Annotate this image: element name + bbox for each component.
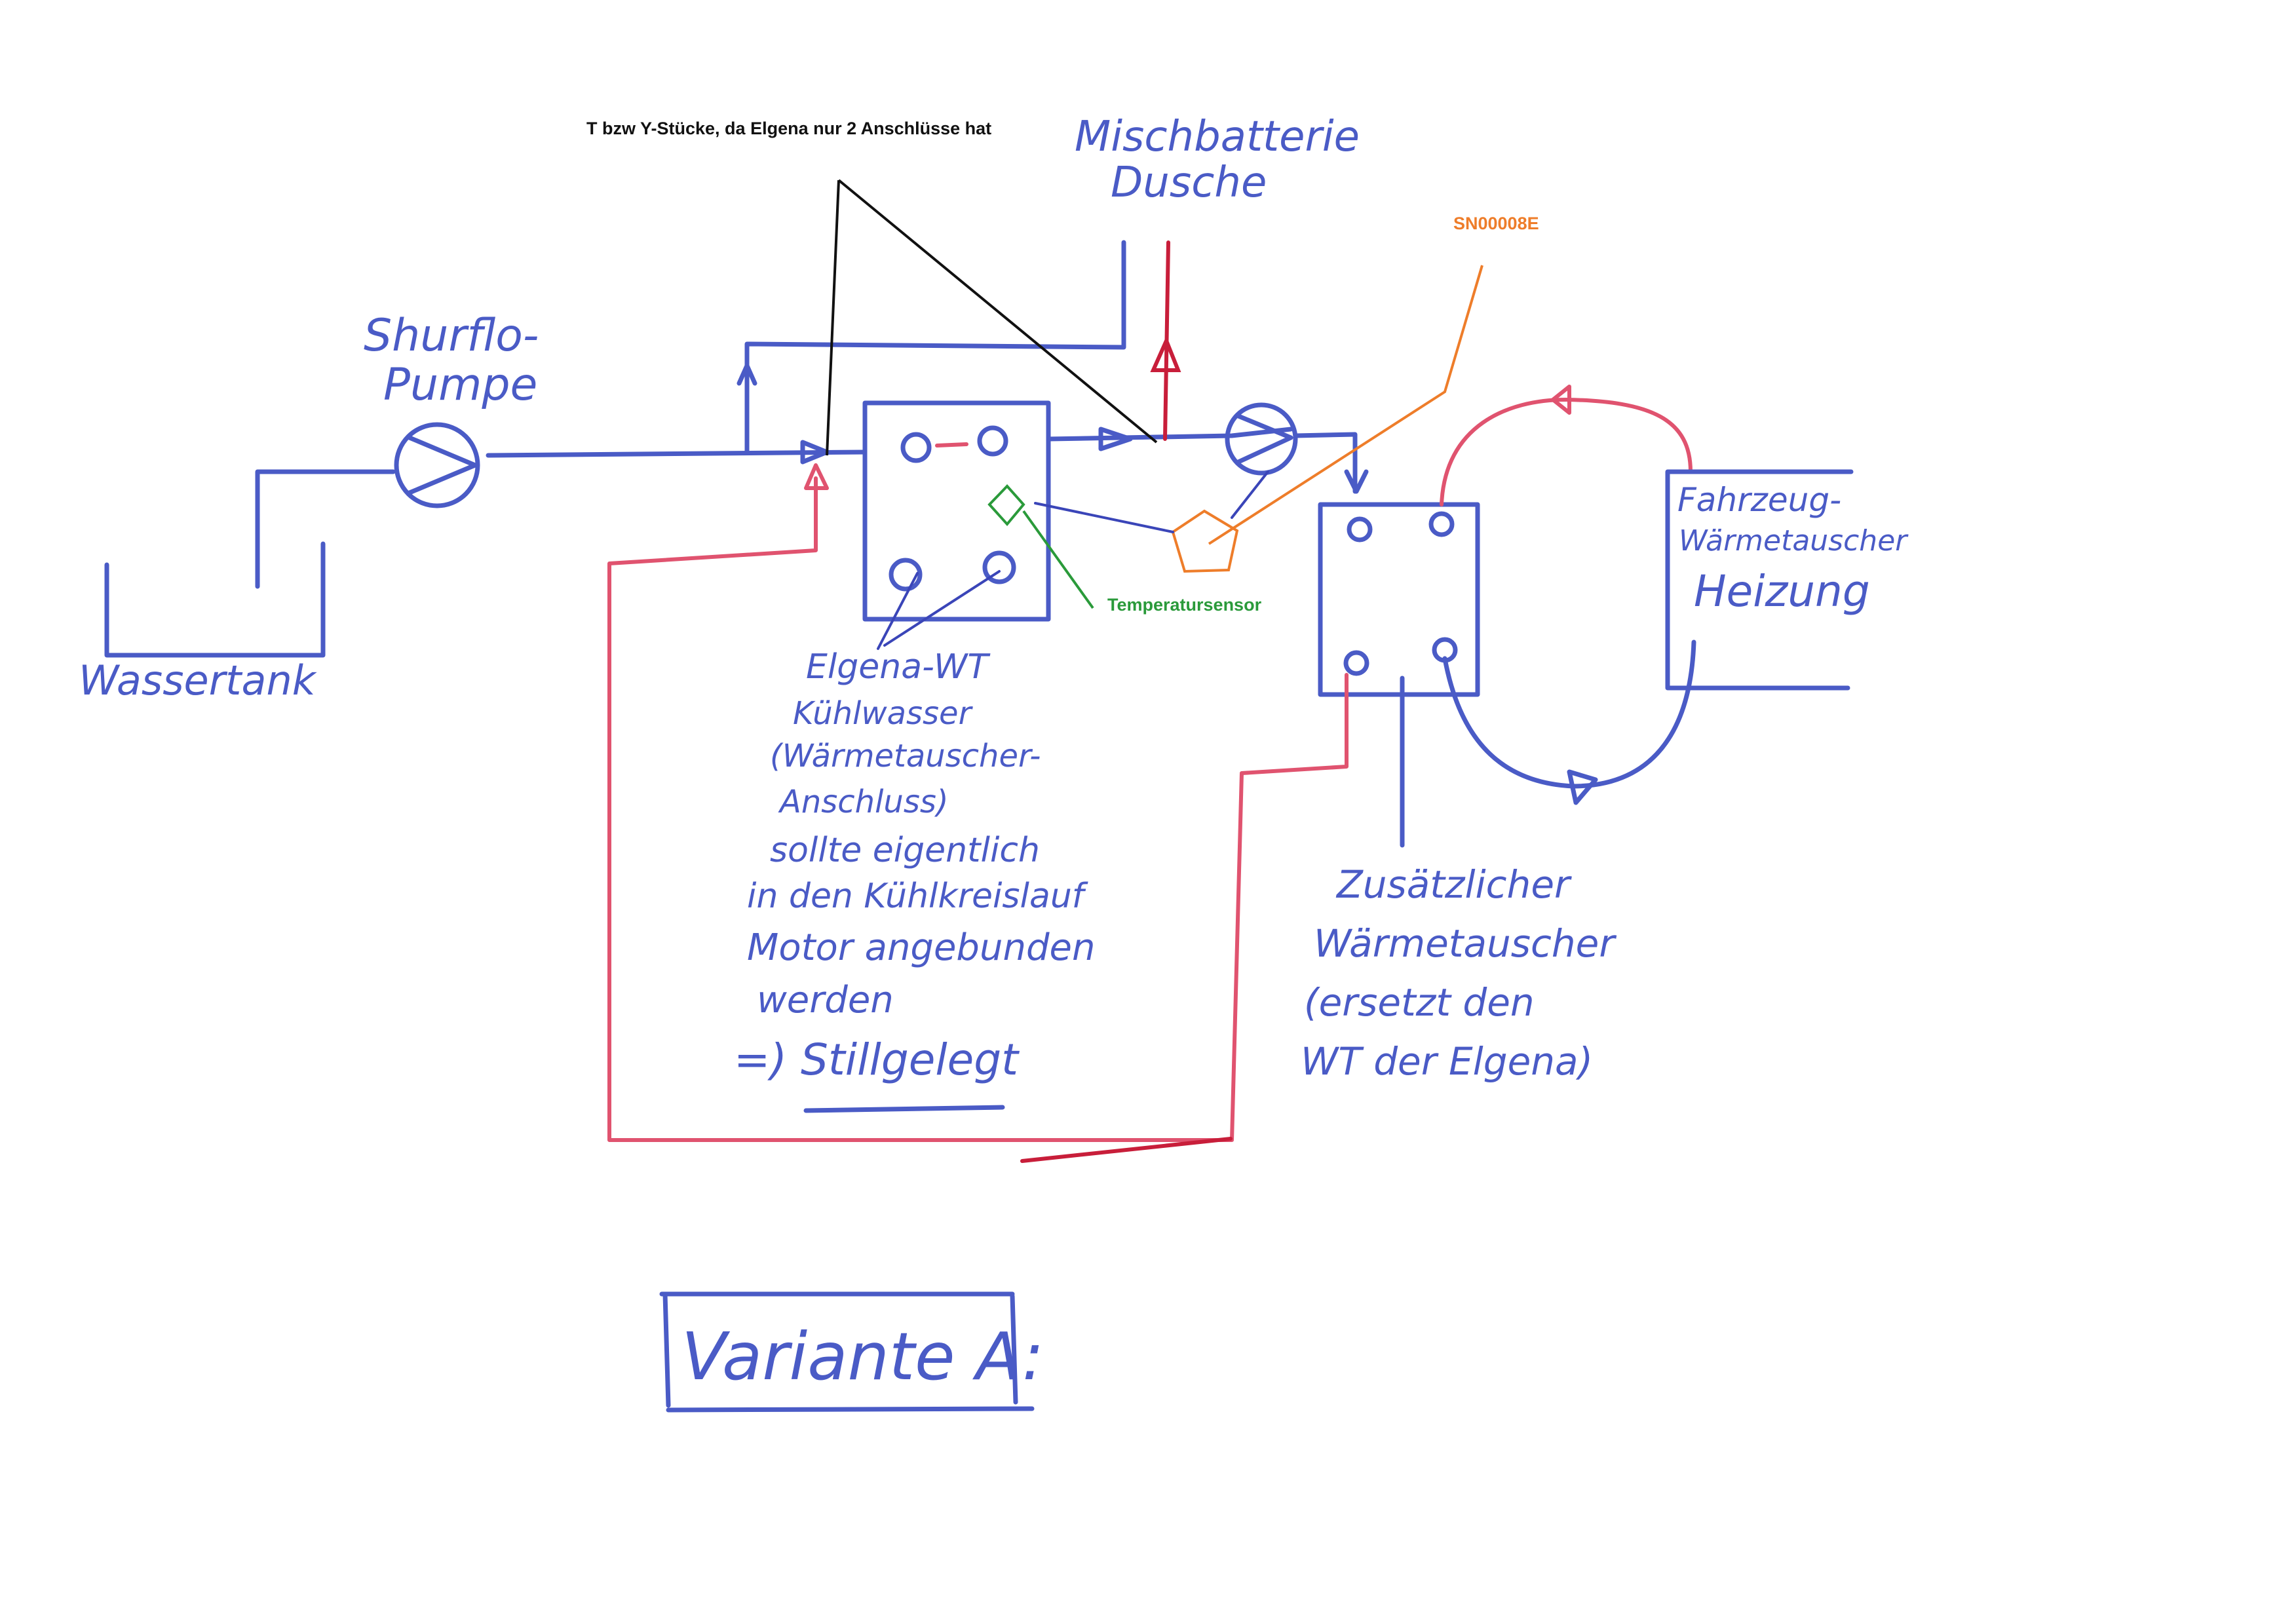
extra-hx-note: Zusätzlicher Wärmetauscher (ersetzt den …: [1301, 862, 1617, 1084]
mixer-label-2: Dusche: [1111, 159, 1267, 207]
vehicle-hx-label-2: Wärmetauscher: [1679, 524, 1909, 558]
main-water-line: [486, 449, 868, 458]
pump-outlet-line: [1293, 432, 1358, 494]
elgena-note-line: (Wärmetauscher-: [770, 738, 1041, 774]
additional-heat-exchanger: [1318, 502, 1480, 697]
coolant-in-arrow-icon: [804, 463, 829, 490]
return-arrow-icon: [1567, 769, 1598, 805]
elgena-note-line: Kühlwasser: [793, 695, 974, 732]
temp-sensor-label: Temperatursensor: [1107, 595, 1262, 615]
sensor-wire: [1034, 502, 1174, 533]
bypass-arrow-icon: [737, 363, 757, 386]
down-arrow-icon: [1344, 469, 1369, 494]
coolant-supply-line: [1440, 398, 1693, 506]
flow-arrow-icon: [800, 440, 830, 465]
variant-label: Variante A:: [681, 1318, 1044, 1395]
coolant-segment: [1020, 1137, 1233, 1163]
elgena-note-line: Motor angebunden: [747, 926, 1095, 969]
sensor-pointer: [1208, 265, 1483, 545]
temp-sensor-pointer: [1022, 510, 1094, 609]
outlet-line: [1046, 427, 1293, 442]
variant-box: Variante A:: [659, 1291, 1044, 1413]
vehicle-hx-label-3: Heizung: [1694, 566, 1870, 617]
elgena-note-line: Elgena-WT: [806, 647, 991, 687]
circulation-pump-icon: [1225, 402, 1298, 476]
elgena-note-pointer: [877, 570, 1001, 650]
extra-hx-note-line: WT der Elgena): [1301, 1039, 1593, 1084]
shurflo-pump-icon: [394, 422, 480, 508]
pump-sensor-wire: [1231, 470, 1269, 519]
temperature-sensor-icon: [987, 484, 1025, 527]
pump-label-1: Shurflo-: [364, 310, 539, 362]
pump-label-2: Pumpe: [383, 359, 537, 411]
extra-hx-note-line: Wärmetauscher: [1314, 921, 1617, 966]
vehicle-hx-label-1: Fahrzeug-: [1677, 481, 1841, 519]
sensor-id-label: SN00008E: [1453, 214, 1539, 233]
elgena-note-line: werden: [757, 979, 894, 1021]
mixer-label-1: Mischbatterie: [1075, 113, 1360, 161]
outlet-arrow-icon: [1098, 427, 1133, 451]
coolant-return-line: [1442, 639, 1696, 789]
water-tank-label: Wassertank: [79, 657, 317, 704]
elgena-note-line: in den Kühlkreislauf: [747, 877, 1088, 916]
bypass-line: [744, 240, 1126, 455]
elgena-coolant-loop: [607, 476, 1349, 1142]
t-pieces-pointer: [826, 179, 1158, 456]
elgena-heat-exchanger: [862, 400, 1051, 622]
t-pieces-note: T bzw Y-Stücke, da Elgena nur 2 Anschlüs…: [586, 119, 991, 138]
extra-hx-note-line: Zusätzlicher: [1335, 862, 1572, 907]
elgena-note: Elgena-WT Kühlwasser (Wärmetauscher- Ans…: [734, 647, 1095, 1113]
sensor-pentagon-icon: [1171, 509, 1239, 573]
extra-hx-note-line: (ersetzt den: [1304, 980, 1535, 1025]
elgena-note-line: Anschluss): [778, 784, 949, 820]
coolant-arrow-icon: [1551, 385, 1571, 415]
hot-arrow-icon: [1150, 335, 1181, 372]
stillgelegt-underline: [803, 1105, 1005, 1113]
vehicle-heater-box: [1665, 469, 1854, 691]
elgena-note-line: =) Stillgelegt: [734, 1035, 1020, 1085]
elgena-note-line: sollte eigentlich: [770, 831, 1040, 870]
water-tank: [104, 469, 396, 658]
